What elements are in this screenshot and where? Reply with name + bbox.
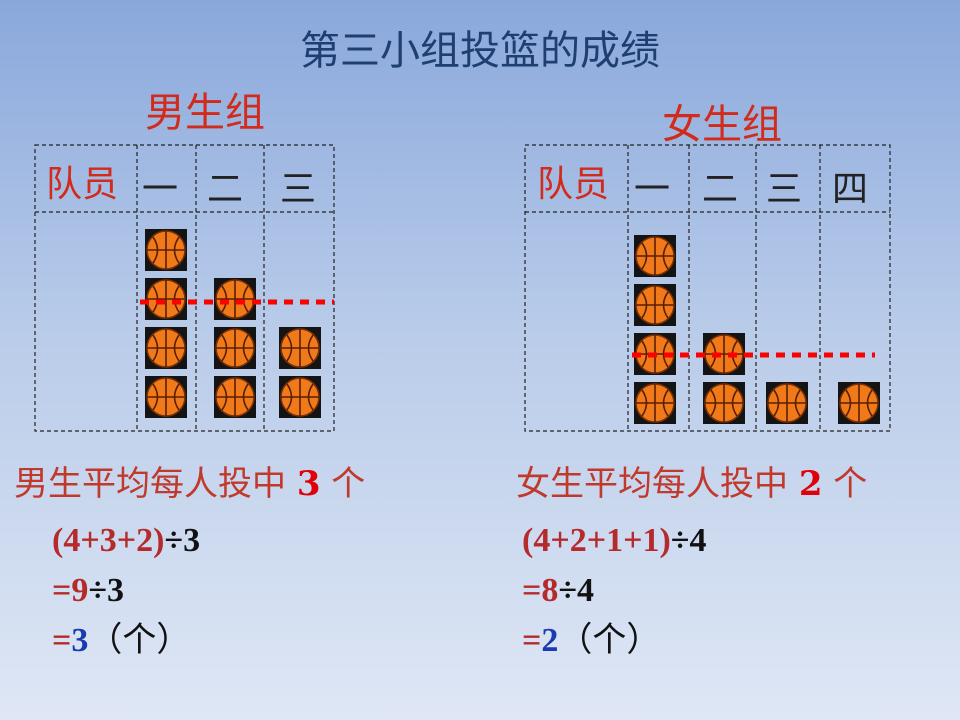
basketball-icon (633, 234, 677, 278)
basketball-icon (633, 283, 677, 327)
girls-header-label: 队员 (537, 164, 610, 205)
boys-header-label: 队员 (46, 164, 119, 205)
boys-heading: 男生组 (145, 90, 265, 136)
basketball-icon (213, 277, 257, 321)
girls-calc-result: 2 (541, 622, 559, 659)
girls-calc-equals: = (522, 622, 542, 659)
girls-balls (633, 234, 881, 425)
divide-sign: ÷ (558, 572, 578, 609)
boys-member-2: 二 (207, 169, 244, 210)
boys-board (34, 144, 335, 432)
girls-member-3: 三 (766, 169, 803, 210)
basketball-icon (213, 375, 257, 419)
boys-summary: 男生平均每人投中 3 个 (14, 456, 365, 505)
divide-sign: ÷ (88, 572, 108, 609)
girls-board (524, 144, 891, 432)
divide-sign: ÷ (164, 522, 184, 559)
girls-calc-line1-divisor: 4 (689, 522, 707, 559)
boys-average-value: 3 (296, 464, 321, 504)
basketball-icon (702, 381, 746, 425)
basketball-icon (837, 381, 881, 425)
girls-member-4: 四 (832, 169, 869, 210)
boys-calculation: (4+3+2)÷3 =9÷3 =3（个） (52, 516, 200, 666)
page-title: 第三小组投篮的成绩 (300, 28, 660, 74)
girls-calc-line1-expr: (4+2+1+1) (522, 522, 671, 559)
divide-sign: ÷ (670, 522, 690, 559)
basketball-icon (144, 277, 188, 321)
boys-calc-result: 3 (71, 622, 89, 659)
basketball-icon (278, 375, 322, 419)
girls-calc-unit: （个） (558, 622, 661, 659)
girls-member-1: 一 (634, 169, 671, 210)
basketball-icon (278, 326, 322, 370)
basketball-icon (702, 332, 746, 376)
boys-summary-text: 男生平均每人投中 (14, 464, 286, 504)
boys-balls (144, 228, 322, 419)
boys-member-1: 一 (142, 169, 179, 210)
boys-calc-line1-divisor: 3 (183, 522, 201, 559)
basketball-icon (213, 326, 257, 370)
girls-summary-unit: 个 (833, 464, 868, 504)
boys-summary-unit: 个 (331, 464, 366, 504)
girls-calc-line2-expr: =8 (522, 572, 559, 609)
girls-calc-line2-divisor: 4 (577, 572, 595, 609)
basketball-icon (144, 375, 188, 419)
girls-average-value: 2 (798, 464, 823, 504)
boys-calc-line1-expr: (4+3+2) (52, 522, 165, 559)
basketball-icon (144, 326, 188, 370)
girls-calculation: (4+2+1+1)÷4 =8÷4 =2（个） (522, 516, 706, 666)
basketball-icon (765, 381, 809, 425)
basketball-icon (633, 381, 677, 425)
girls-heading: 女生组 (662, 102, 782, 148)
boys-calc-line2-expr: =9 (52, 572, 89, 609)
girls-member-2: 二 (702, 169, 739, 210)
girls-summary: 女生平均每人投中 2 个 (516, 456, 867, 505)
boys-member-3: 三 (280, 169, 317, 210)
boys-calc-line2-divisor: 3 (107, 572, 125, 609)
boys-calc-unit: （个） (88, 622, 191, 659)
girls-summary-text: 女生平均每人投中 (516, 464, 788, 504)
basketball-icon (144, 228, 188, 272)
boys-calc-equals: = (52, 622, 72, 659)
